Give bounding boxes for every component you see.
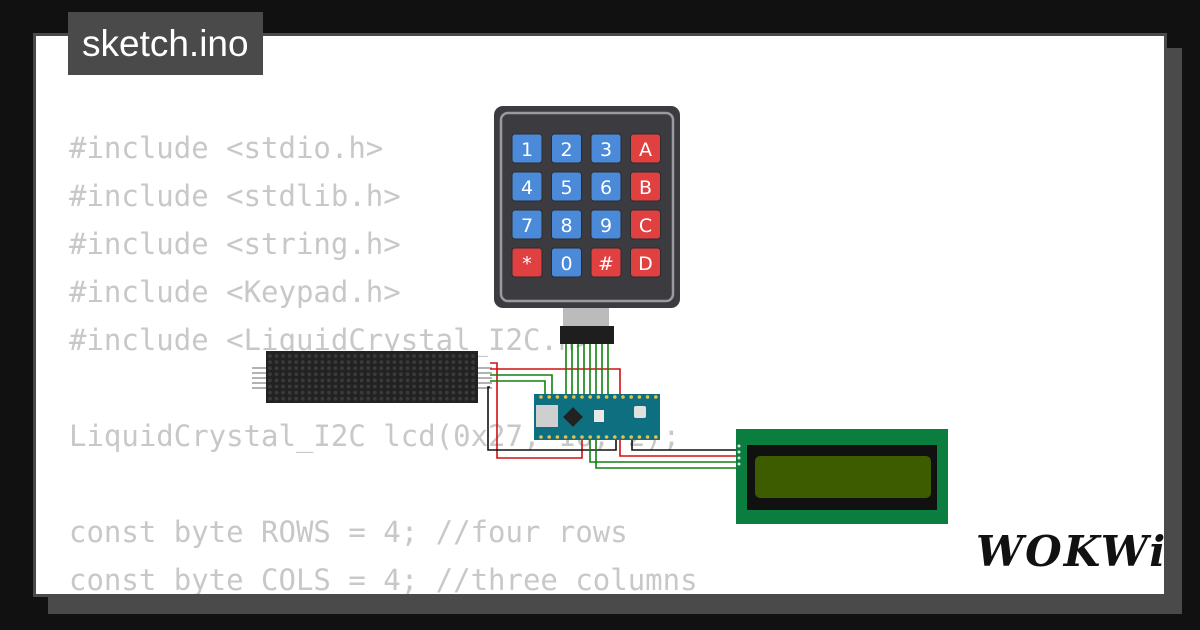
code-line: #include <stdlib.h> — [69, 179, 401, 213]
keypad-key[interactable]: 9 — [590, 209, 622, 240]
wire-green — [490, 380, 546, 396]
keypad-key[interactable]: 6 — [590, 171, 622, 202]
crystal — [594, 410, 604, 422]
keypad-key-label: D — [638, 253, 653, 275]
keypad-key[interactable]: # — [590, 247, 622, 278]
keypad-key-label: 9 — [600, 215, 612, 237]
code-line: const byte COLS = 4; //three columns — [69, 563, 698, 597]
arduino-pins — [539, 395, 658, 439]
keypad[interactable]: 1 2 3 A 4 5 6 B 7 8 9 C * 0 # D — [494, 106, 680, 344]
keypad-key-label: C — [639, 215, 652, 237]
keypad-key[interactable]: 5 — [551, 171, 582, 202]
keypad-key[interactable]: 8 — [551, 209, 582, 240]
keypad-key-label: 4 — [521, 177, 533, 199]
keypad-key[interactable]: 7 — [511, 209, 543, 240]
code-line: #include <stdio.h> — [69, 131, 384, 165]
keypad-key-label: B — [639, 177, 652, 199]
code-line: const byte ROWS = 4; //four rows — [69, 515, 628, 549]
keypad-key-label: * — [522, 253, 532, 275]
code-line: #include <LiquidCrystal_I2C.h> — [69, 323, 593, 357]
keypad-key[interactable]: * — [511, 247, 543, 278]
keypad-key-label: 1 — [521, 139, 533, 161]
wokwi-logo: WOKWi — [976, 527, 1168, 576]
keypad-key[interactable]: D — [630, 247, 661, 278]
wire-red — [490, 362, 583, 459]
keypad-key-label: 6 — [600, 177, 612, 199]
arduino-nano[interactable] — [534, 394, 660, 440]
keypad-key[interactable]: 0 — [551, 247, 582, 278]
lcd-screen — [755, 456, 931, 498]
keypad-connector — [560, 326, 614, 344]
code-line: #include <string.h> — [69, 227, 401, 261]
keypad-key[interactable]: 3 — [590, 133, 622, 164]
wire-green — [589, 440, 742, 463]
keypad-key[interactable]: 2 — [551, 133, 582, 164]
wire-red — [619, 440, 742, 457]
led-matrix-dots — [268, 354, 475, 401]
keypad-key[interactable]: B — [630, 171, 661, 202]
keypad-key-label: 7 — [521, 215, 533, 237]
keypad-keys: 1 2 3 A 4 5 6 B 7 8 9 C * 0 # D — [511, 133, 661, 278]
keypad-key[interactable]: C — [630, 209, 661, 240]
wire-green — [595, 440, 742, 469]
led-matrix[interactable] — [252, 351, 492, 403]
wire-green — [490, 374, 553, 396]
keypad-key[interactable]: A — [630, 133, 661, 164]
led-matrix-pins — [252, 367, 492, 389]
wires — [487, 343, 742, 469]
keypad-key-label: 8 — [560, 215, 572, 237]
wire-red — [490, 368, 621, 396]
wire-black — [487, 386, 617, 451]
keypad-key-label: 5 — [560, 177, 572, 199]
led-matrix-body — [266, 351, 478, 403]
keypad-key-label: 3 — [600, 139, 612, 161]
lcd-display[interactable] — [736, 429, 948, 524]
keypad-key[interactable]: 1 — [511, 133, 543, 164]
keypad-key-label: A — [639, 139, 652, 161]
code-preview: #include <stdio.h> #include <stdlib.h> #in… — [69, 124, 698, 597]
usb-connector — [536, 405, 558, 427]
keypad-border — [499, 111, 675, 303]
code-line: #include <Keypad.h> — [69, 275, 401, 309]
keypad-key[interactable]: 4 — [511, 171, 543, 202]
reset-button — [634, 406, 646, 418]
keypad-key-label: # — [598, 253, 614, 275]
filename-tab[interactable]: sketch.ino — [68, 12, 263, 75]
keypad-ribbon — [563, 308, 609, 326]
keypad-key-label: 2 — [560, 139, 572, 161]
chip — [563, 407, 583, 427]
keypad-key-label: 0 — [560, 253, 572, 275]
